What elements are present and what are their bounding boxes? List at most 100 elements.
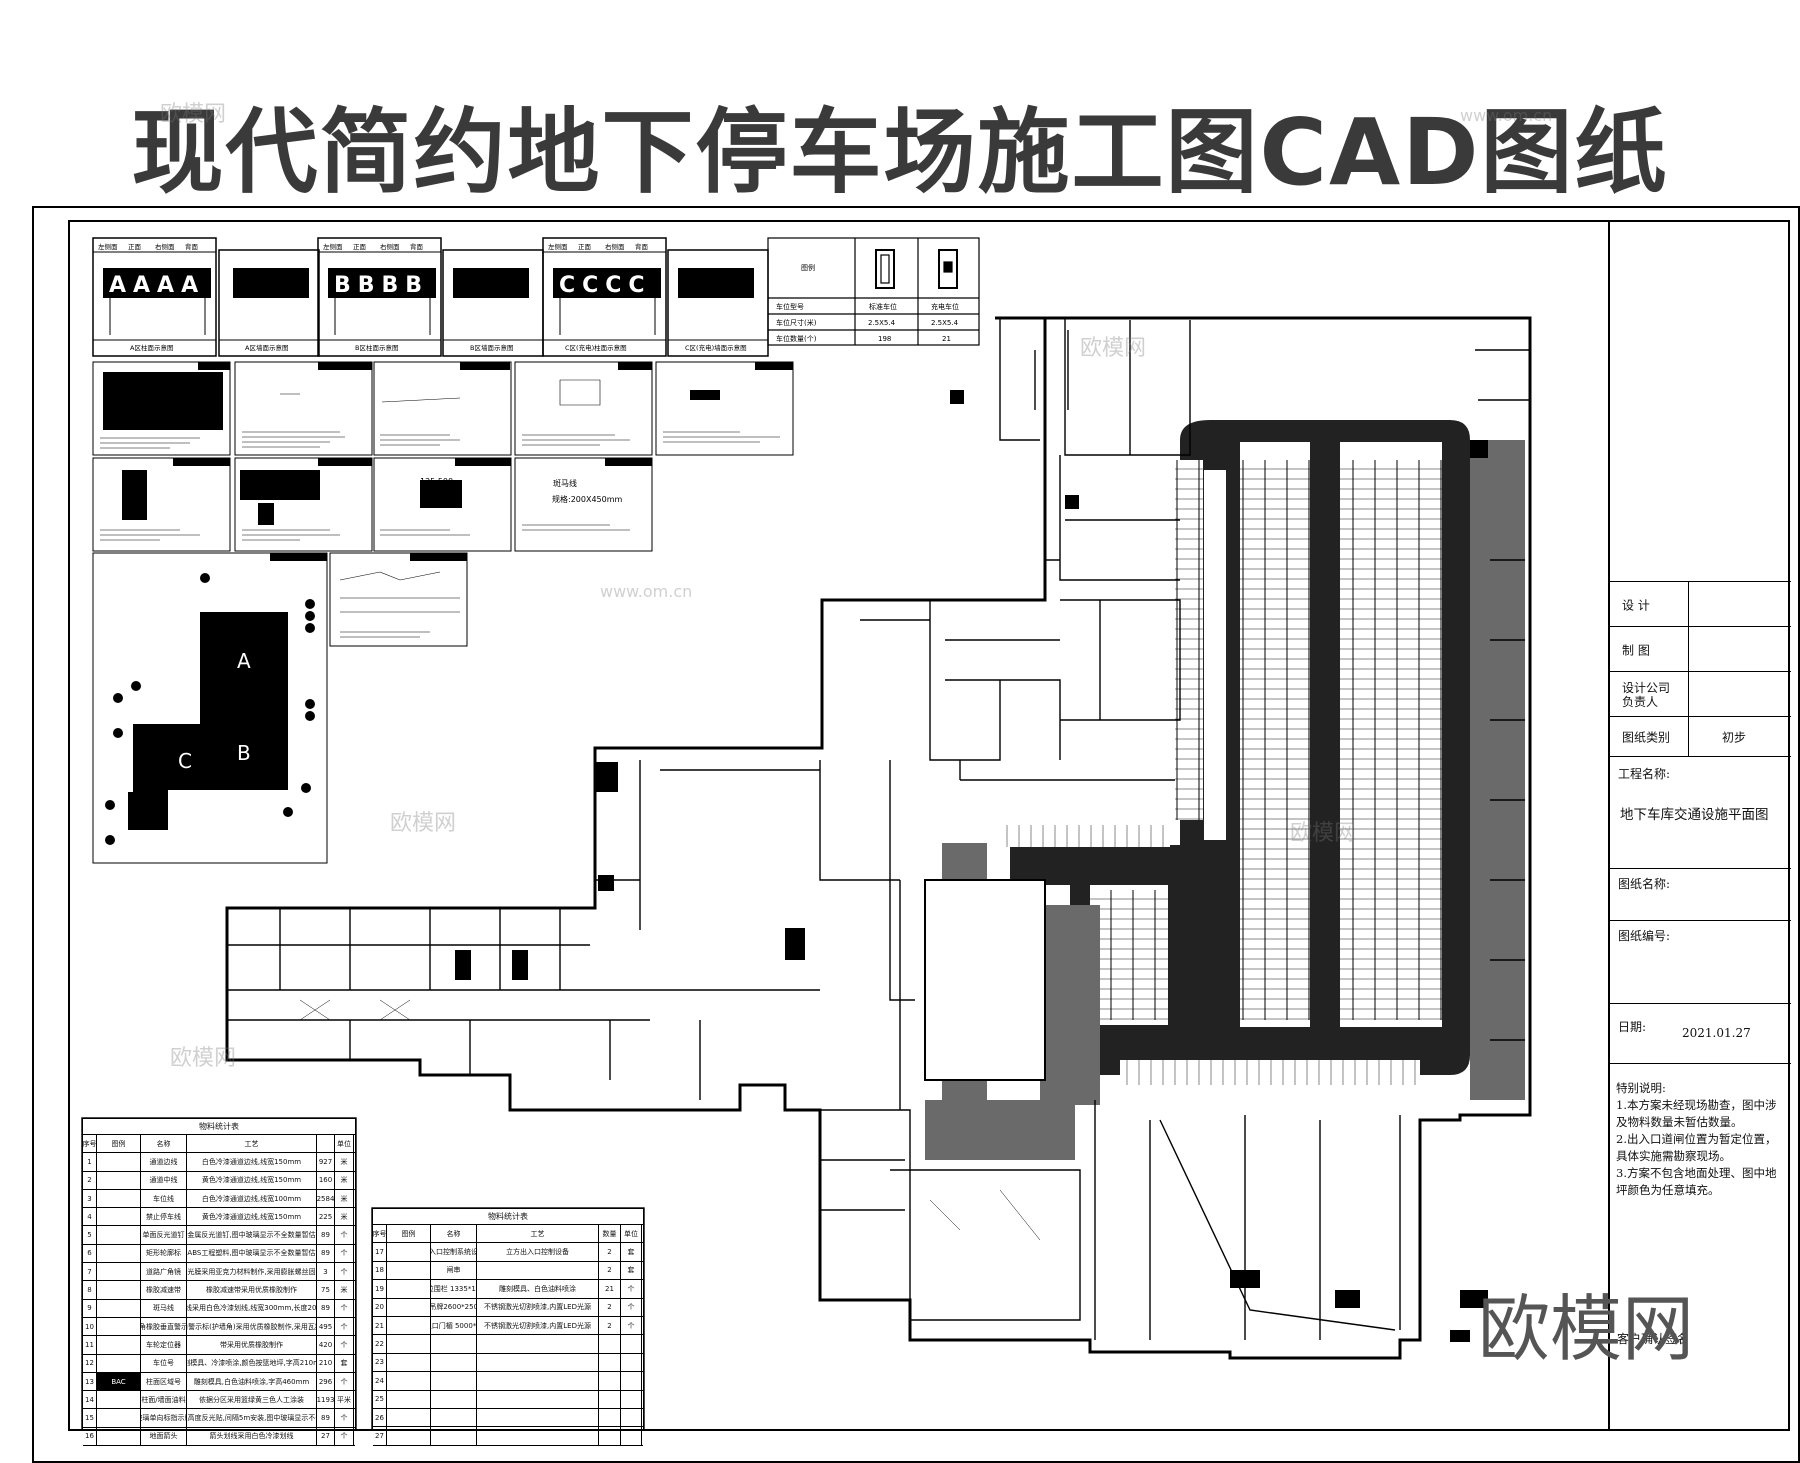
tb-date-value: 2021.01.27 bbox=[1682, 1026, 1751, 1040]
material-table-1-cell bbox=[97, 1427, 141, 1446]
zone-b-wall-caption: B区墙面示意图 bbox=[470, 343, 513, 352]
material-table-1-cell bbox=[97, 1281, 141, 1299]
material-table-1-cell: 89 bbox=[317, 1299, 335, 1317]
detail-caption: 斑马线 bbox=[553, 478, 577, 488]
material-table-2-cell bbox=[431, 1408, 477, 1427]
svg-text:左侧面: 左侧面 bbox=[323, 242, 343, 251]
material-table-1-cell: 个 bbox=[335, 1317, 354, 1336]
material-table-2-cell bbox=[621, 1353, 642, 1372]
client-confirm-label: 客户确认签名 bbox=[1617, 1332, 1690, 1346]
material-table-1-cell: 11 bbox=[83, 1336, 97, 1354]
material-table-1-cell: 个 bbox=[335, 1427, 354, 1446]
zone-map-label-c: C bbox=[178, 749, 192, 773]
material-table-1-cell: 车位线 bbox=[141, 1189, 187, 1208]
tb-drawing-row: 制 图 bbox=[1610, 626, 1791, 672]
material-table-2-cell bbox=[477, 1261, 599, 1280]
material-table-1-cell: 927 bbox=[317, 1153, 335, 1171]
material-table-1-cell: 5 bbox=[83, 1226, 97, 1244]
material-table-1-cell: 9 bbox=[83, 1299, 97, 1317]
material-table-1-cell: 个 bbox=[335, 1336, 354, 1354]
material-table-2-cell: 21 bbox=[599, 1280, 621, 1298]
material-table-2-cell: 2 bbox=[599, 1261, 621, 1280]
material-table-1-cell bbox=[97, 1263, 141, 1281]
detail-size: 规格:200X450mm bbox=[552, 494, 623, 504]
material-table-2-cell bbox=[431, 1372, 477, 1390]
material-table-1-title: 物料统计表 bbox=[83, 1119, 355, 1135]
material-table-1-cell: 平米 bbox=[335, 1391, 354, 1409]
material-table-1-header-cell: 工艺 bbox=[187, 1135, 317, 1153]
material-table-2-cell: 出入口控制系统设备 bbox=[431, 1243, 477, 1261]
note-item-1: 1.本方案未经现场勘查，图中涉及物料数量未暂估数量。 bbox=[1616, 1098, 1777, 1129]
material-table-1-cell: 225 bbox=[317, 1208, 335, 1226]
material-table-2-cell bbox=[477, 1335, 599, 1353]
material-table-1-cell: 黄色冷漆通道边线,线宽150mm bbox=[187, 1171, 317, 1189]
brand-logo-text: 欧模网 bbox=[1478, 1287, 1695, 1371]
material-table-2-cell bbox=[387, 1427, 431, 1445]
material-table-2-cell bbox=[431, 1353, 477, 1372]
space-legend-header: 图例 bbox=[801, 263, 815, 272]
tb-design-row: 设 计 bbox=[1610, 581, 1791, 627]
material-table-2-cell: 发光吊牌2600*250mm bbox=[431, 1298, 477, 1316]
material-table-1-cell: 玻璃单向标指示牌 bbox=[141, 1409, 187, 1427]
material-table-1-cell: 单面反光道钉 bbox=[141, 1226, 187, 1244]
material-table-2-cell bbox=[431, 1427, 477, 1445]
material-table-1-cell: 橡胶减速带采用优质橡胶制作 bbox=[187, 1281, 317, 1299]
material-table-2-cell: 2 bbox=[599, 1298, 621, 1316]
material-table-2-cell bbox=[387, 1372, 431, 1390]
material-table-1-cell: 铝板切割覆高度反光贴,间隔5m安装,图中玻璃显示不全数量暂估 bbox=[187, 1409, 317, 1427]
material-table-1-cell: 米 bbox=[335, 1189, 354, 1208]
material-table-1-cell: 3 bbox=[83, 1189, 97, 1208]
material-table-1-cell: 反光膜采用亚克力材料制作,采用膨胀螺丝固定 bbox=[187, 1263, 317, 1281]
material-table-1-cell: 米 bbox=[335, 1281, 354, 1299]
material-table-1-cell: 白色冷漆通道边线,线宽100mm bbox=[187, 1189, 317, 1208]
svg-text:左侧面: 左侧面 bbox=[548, 242, 568, 251]
svg-text:正面: 正面 bbox=[128, 243, 142, 251]
detail-sheets bbox=[92, 361, 794, 864]
title-block: 设 计 制 图 设计公司 负责人 图纸类别初步 工程名称: 地下车库交通设施平面… bbox=[1608, 221, 1791, 1430]
svg-text:背面: 背面 bbox=[185, 242, 199, 251]
material-table-2-cell: 雕刻模具、白色油料喷涂 bbox=[477, 1280, 599, 1298]
material-table-2-cell bbox=[477, 1408, 599, 1427]
material-table-1-cell bbox=[97, 1317, 141, 1336]
material-table-1-cell: 车位号 bbox=[141, 1354, 187, 1372]
material-table-2-cell bbox=[621, 1427, 642, 1445]
material-table-1-cell: 依据分区采用篮绿黄三色人工涂装 bbox=[187, 1391, 317, 1409]
material-table-2-cell: 23 bbox=[373, 1353, 387, 1372]
tb-sheet-no-row: 图纸编号: bbox=[1610, 920, 1791, 1026]
material-table-1-cell: 道路广角镜 bbox=[141, 1263, 187, 1281]
material-table-2-cell: 充电车位围栏 1335*1403MM bbox=[431, 1280, 477, 1298]
material-table-1-cell: 89 bbox=[317, 1409, 335, 1427]
material-table-1-cell: 金属反光道钉,图中玻璃显示不全数量暂估 bbox=[187, 1226, 317, 1244]
tb-category-value: 初步 bbox=[1722, 730, 1747, 745]
material-table-1-cell bbox=[97, 1189, 141, 1208]
material-table-1-cell: 3 bbox=[317, 1263, 335, 1281]
notes-heading: 特别说明: bbox=[1616, 1081, 1666, 1095]
material-table-2-cell: 闸串 bbox=[431, 1261, 477, 1280]
material-table-2-cell bbox=[477, 1390, 599, 1408]
zone-map-label-a: A bbox=[237, 649, 251, 673]
material-table-1-cell: 89 bbox=[317, 1226, 335, 1244]
material-table-2-cell bbox=[621, 1390, 642, 1408]
zone-c-wall-caption: C区(充电)墙面示意图 bbox=[685, 343, 747, 352]
material-table-2-row: 27 bbox=[373, 1427, 643, 1446]
material-table-2-cell: 25 bbox=[373, 1390, 387, 1408]
zone-c-column-caption: C区(充电)柱面示意图 bbox=[565, 343, 627, 352]
material-table-1-cell: 个 bbox=[335, 1263, 354, 1281]
material-table-2-cell: 24 bbox=[373, 1372, 387, 1390]
material-table-2-row: 24 bbox=[373, 1372, 643, 1391]
material-table-2-cell: 立方出入口控制设备 bbox=[477, 1243, 599, 1261]
material-table-2-cell: 27 bbox=[373, 1427, 387, 1445]
material-table-2-row: 26 bbox=[373, 1408, 643, 1428]
zone-c-letters: CCCC bbox=[559, 273, 652, 298]
svg-text:正面: 正面 bbox=[578, 243, 592, 251]
material-table-2-cell: 套 bbox=[621, 1261, 642, 1280]
material-table-2: 物料统计表 序号图例名称工艺数量单位17出入口控制系统设备立方出入口控制设备2套… bbox=[372, 1208, 644, 1446]
tb-project-label: 工程名称: bbox=[1618, 767, 1671, 781]
